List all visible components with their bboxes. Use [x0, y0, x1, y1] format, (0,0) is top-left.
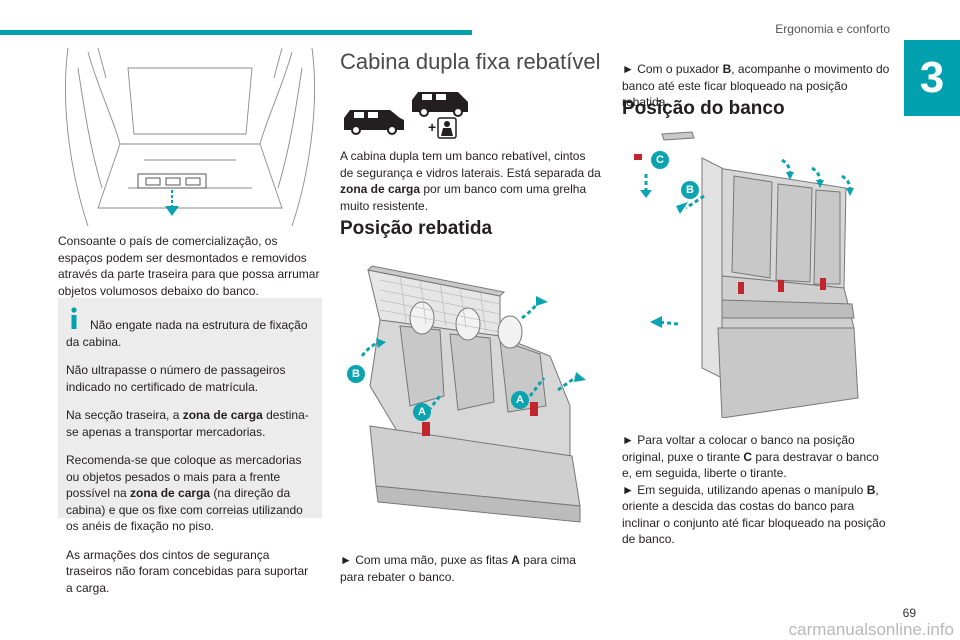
cabina-intro: A cabina dupla tem um banco rebatível, c…	[340, 148, 602, 214]
label-c-right: C	[656, 154, 664, 166]
label-b-right: B	[686, 184, 694, 196]
section-heading-rebatida: Posição rebatida	[340, 218, 493, 239]
rebatida-step: ► Com uma mão, puxe as fitas A para cima…	[340, 552, 602, 585]
folded-seat-illustration	[347, 265, 586, 523]
svg-text:+: +	[428, 119, 436, 135]
van-icons: +	[344, 92, 468, 139]
page-number: 69	[902, 606, 916, 620]
info-box: Não engate nada na estrutura de fixação …	[58, 298, 322, 595]
section-title: Ergonomia e conforto	[775, 22, 890, 36]
rebatida-step-text: ► Com uma mão, puxe as fitas A para cima…	[340, 553, 576, 584]
cabina-intro-text: A cabina dupla tem um banco rebatível, c…	[340, 149, 601, 213]
posicao-banco-block: Posição do banco	[622, 98, 890, 119]
watermark: carmanualsonline.info	[788, 620, 954, 639]
posicao-rebatida-block: Posição rebatida	[340, 218, 602, 239]
info-line-4: Recomenda-se que coloque as mercadorias …	[66, 453, 303, 533]
header-accent-bar	[0, 30, 472, 35]
right-step-1-text: ► Com o puxador B, acompanhe o movimento…	[622, 62, 890, 109]
section-heading-cabina: Cabina dupla fixa rebatível	[340, 49, 601, 74]
label-a-middle-2: A	[516, 394, 524, 406]
right-step-1: ► Com o puxador B, acompanhe o movimento…	[622, 61, 890, 111]
right-step-3-text: ► Em seguida, utilizando apenas o manípu…	[622, 482, 886, 547]
label-a-middle-1: A	[418, 406, 426, 418]
left-paragraph: Consoante o país de comercialização, os …	[58, 233, 322, 299]
info-line-2: Não ultrapasse o número de passageiros i…	[66, 363, 286, 394]
chapter-number: 3	[904, 40, 960, 116]
label-b-middle: B	[352, 368, 360, 380]
info-line-1: Não engate nada na estrutura de fixação …	[66, 318, 308, 349]
van-interior-illustration	[65, 48, 315, 226]
left-paragraph-text: Consoante o país de comercialização, os …	[58, 234, 320, 298]
middle-column: Cabina dupla fixa rebatível	[340, 49, 602, 74]
section-heading-banco: Posição do banco	[622, 98, 785, 119]
right-step-2-text: ► Para voltar a colocar o banco na posiç…	[622, 433, 879, 480]
info-icon	[71, 307, 77, 329]
seat-position-illustration	[634, 131, 859, 418]
info-line-3: Na secção traseira, a zona de carga dest…	[66, 408, 309, 439]
right-steps-2-3: ► Para voltar a colocar o banco na posiç…	[622, 432, 890, 548]
info-line-5: As armações dos cintos de segurança tras…	[66, 547, 309, 595]
